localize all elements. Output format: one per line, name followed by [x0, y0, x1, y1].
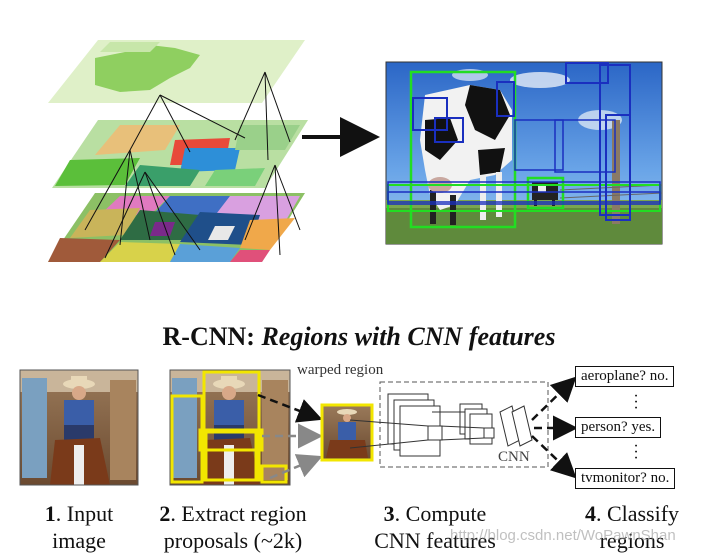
step-1-caption: 1. Input image [14, 500, 144, 554]
class-text: tvmonitor? no. [581, 470, 670, 486]
step-line1: . Compute [394, 501, 487, 526]
watermark: http://blog.csdn.net/WoPawnShan [450, 527, 676, 544]
detection-photo [385, 61, 663, 245]
step-number: 1 [44, 501, 56, 526]
step-3-caption: 3. Compute CNN features [355, 500, 515, 554]
cnn-label: CNN [498, 449, 530, 465]
proposal-boxes [170, 370, 288, 484]
segmentation-hierarchy [48, 40, 308, 262]
step-line2: proposals (~2k) [163, 528, 303, 553]
step-line2: CNN features [374, 528, 496, 553]
segmentation-layer-fine [48, 193, 305, 262]
step-line2: regions [599, 528, 665, 553]
class-text: person? yes. [581, 419, 656, 435]
vertical-dots: ··· [633, 388, 639, 417]
class-box-tvmonitor: tvmonitor? no. [575, 468, 676, 489]
class-text: aeroplane? no. [581, 368, 669, 384]
hierarchy-lines [84, 71, 301, 259]
warped-region [320, 403, 374, 462]
proposals-image [169, 369, 291, 486]
step-4-caption: 4. Classify regions [562, 500, 702, 554]
detection-boxes [387, 62, 661, 229]
vertical-dots: ··· [633, 438, 639, 467]
title-bold: R-CNN: [162, 322, 262, 351]
class-box-aeroplane: aeroplane? no. [575, 366, 675, 387]
warped-region-label: warped region [297, 362, 384, 378]
proposal-arrows [257, 393, 323, 480]
cow [420, 85, 512, 225]
step-line2: image [52, 528, 106, 553]
title-italic: Regions with CNN features [261, 322, 556, 351]
step-line1: . Input [55, 501, 114, 526]
page-title: R-CNN: Regions with CNN features [0, 322, 718, 352]
step-number: 3 [383, 501, 395, 526]
step-line1: . Extract region [170, 501, 307, 526]
step-line1: . Classify [595, 501, 680, 526]
step-number: 4 [584, 501, 596, 526]
step-2-caption: 2. Extract region proposals (~2k) [143, 500, 323, 554]
input-image [19, 369, 139, 486]
step-number: 2 [159, 501, 171, 526]
class-arrows [531, 376, 578, 479]
cnn-block [349, 381, 549, 468]
segmentation-layer-coarse [48, 40, 305, 103]
class-box-person: person? yes. [575, 417, 662, 438]
